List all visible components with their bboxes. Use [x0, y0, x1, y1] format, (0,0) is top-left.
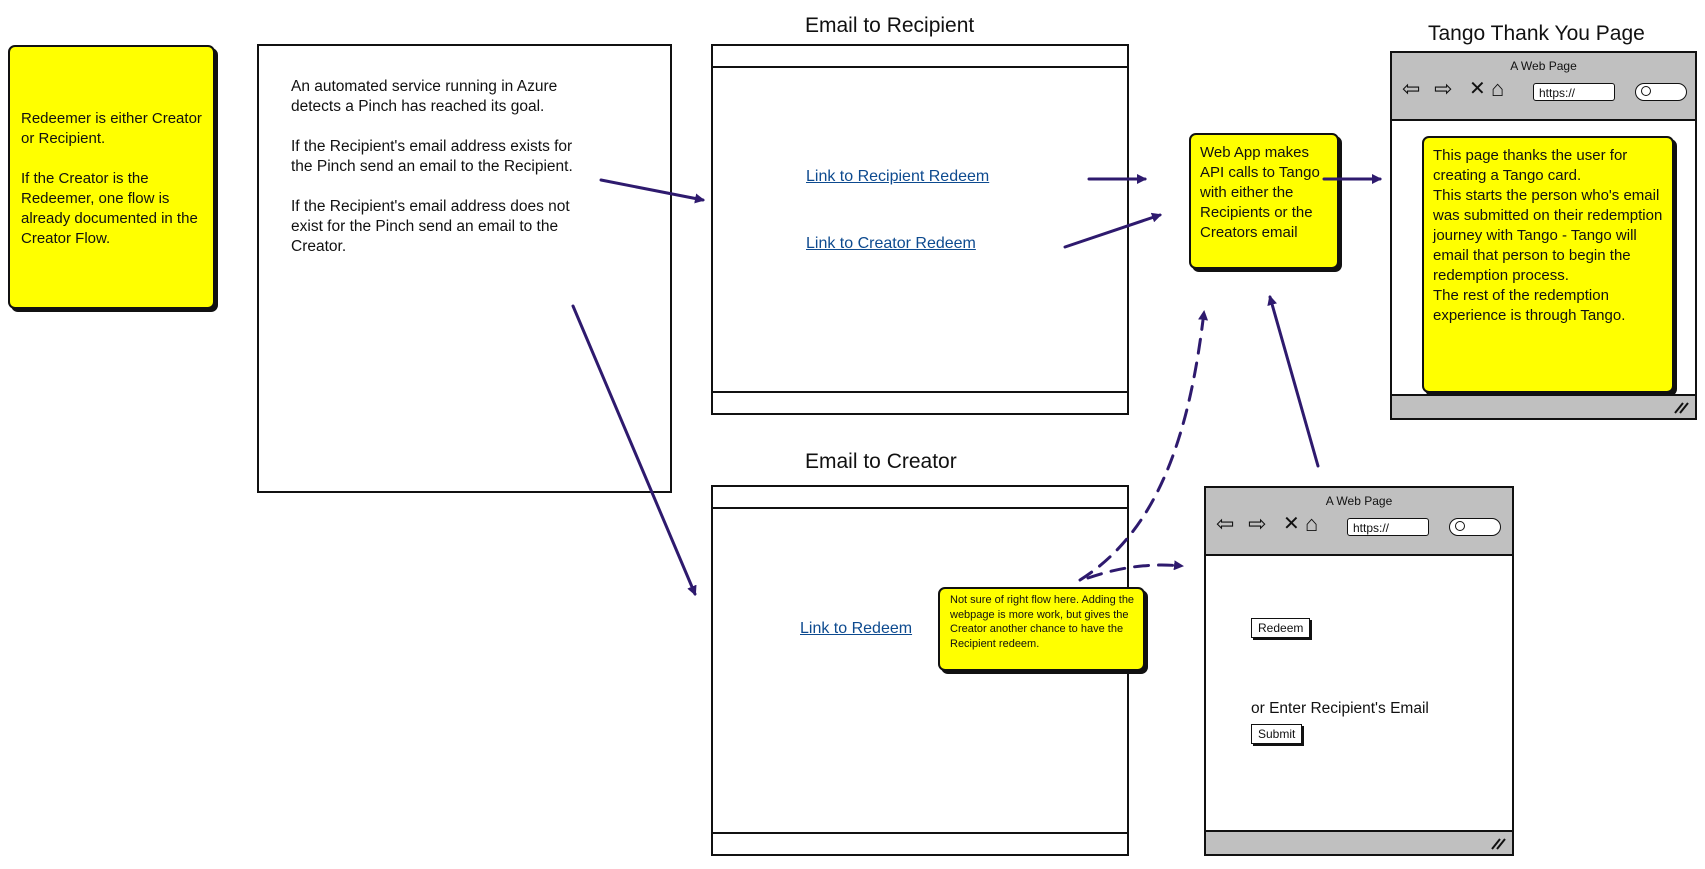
email-to-recipient-title: Email to Recipient [805, 14, 975, 37]
submit-button[interactable]: Submit [1251, 724, 1303, 744]
forward-arrow-icon[interactable]: ⇨ [1434, 76, 1453, 101]
browser-status-bar [1392, 394, 1695, 418]
sticky-note-webapp-text: Web App makes API calls to Tango with ei… [1200, 144, 1320, 241]
thank-you-browser-window: A Web Page ⇦ ⇨ ✕ ⌂ https:// This page th… [1390, 51, 1697, 420]
forward-arrow-icon[interactable]: ⇨ [1248, 511, 1267, 536]
email-footer-bar [713, 391, 1127, 413]
resize-grip-icon[interactable] [1673, 400, 1689, 414]
thank-you-page-title: Tango Thank You Page [1428, 22, 1645, 45]
thank-you-note-text-1: This page thanks the user for creating a… [1433, 147, 1628, 184]
thank-you-note-text-3: The rest of the redemption experience is… [1433, 287, 1626, 324]
search-field[interactable] [1635, 83, 1687, 101]
automated-service-text-2: If the Recipient's email address exists … [291, 138, 573, 175]
url-field[interactable]: https:// [1347, 518, 1429, 536]
home-icon[interactable]: ⌂ [1491, 76, 1505, 101]
link-to-creator-redeem[interactable]: Link to Creator Redeem [806, 235, 976, 252]
redeem-browser-window: A Web Page ⇦ ⇨ ✕ ⌂ https:// Redeem or En… [1204, 486, 1514, 856]
sticky-note-flow: Not sure of right flow here. Adding the … [938, 587, 1145, 671]
browser-toolbar: A Web Page ⇦ ⇨ ✕ ⌂ https:// [1392, 53, 1695, 121]
email-header-bar [713, 46, 1127, 68]
sticky-note-redeemer-line2: If the Creator is the Redeemer, one flow… [21, 170, 198, 247]
browser-page-label: A Web Page [1510, 59, 1577, 73]
automated-service-text-1: An automated service running in Azure de… [291, 78, 558, 115]
close-icon[interactable]: ✕ [1469, 78, 1486, 100]
browser-status-bar [1206, 830, 1512, 854]
link-to-recipient-redeem[interactable]: Link to Recipient Redeem [806, 168, 990, 185]
redeem-button[interactable]: Redeem [1251, 618, 1311, 638]
search-field[interactable] [1449, 518, 1501, 536]
browser-page-label: A Web Page [1325, 494, 1393, 508]
automated-service-text-3: If the Recipient's email address does no… [291, 198, 570, 255]
url-field[interactable]: https:// [1533, 83, 1615, 101]
sticky-note-webapp: Web App makes API calls to Tango with ei… [1189, 133, 1339, 269]
email-header-bar [713, 487, 1127, 509]
thank-you-note-text-2: This starts the person who's email was s… [1433, 187, 1663, 284]
email-footer-bar [713, 832, 1127, 854]
sticky-note-thank-you: This page thanks the user for creating a… [1422, 136, 1674, 393]
sticky-note-flow-text: Not sure of right flow here. Adding the … [950, 594, 1135, 650]
email-to-recipient-frame: Link to Recipient Redeem Link to Creator… [711, 44, 1129, 415]
back-arrow-icon[interactable]: ⇦ [1216, 511, 1235, 536]
close-icon[interactable]: ✕ [1283, 513, 1300, 535]
sticky-note-redeemer: Redeemer is either Creator or Recipient.… [8, 45, 215, 309]
back-arrow-icon[interactable]: ⇦ [1402, 76, 1421, 101]
sticky-note-redeemer-line1: Redeemer is either Creator or Recipient. [21, 110, 202, 147]
automated-service-box: An automated service running in Azure de… [257, 44, 672, 493]
browser-toolbar: A Web Page ⇦ ⇨ ✕ ⌂ https:// [1206, 488, 1512, 556]
enter-recipient-email-label: or Enter Recipient's Email [1251, 700, 1429, 717]
search-icon [1641, 86, 1651, 96]
resize-grip-icon[interactable] [1490, 836, 1506, 850]
arrow-redeem-page-to-webapp [1267, 295, 1320, 468]
link-to-redeem[interactable]: Link to Redeem [800, 620, 913, 637]
email-to-creator-title: Email to Creator [805, 450, 957, 473]
home-icon[interactable]: ⌂ [1305, 511, 1319, 536]
search-icon [1455, 521, 1465, 531]
